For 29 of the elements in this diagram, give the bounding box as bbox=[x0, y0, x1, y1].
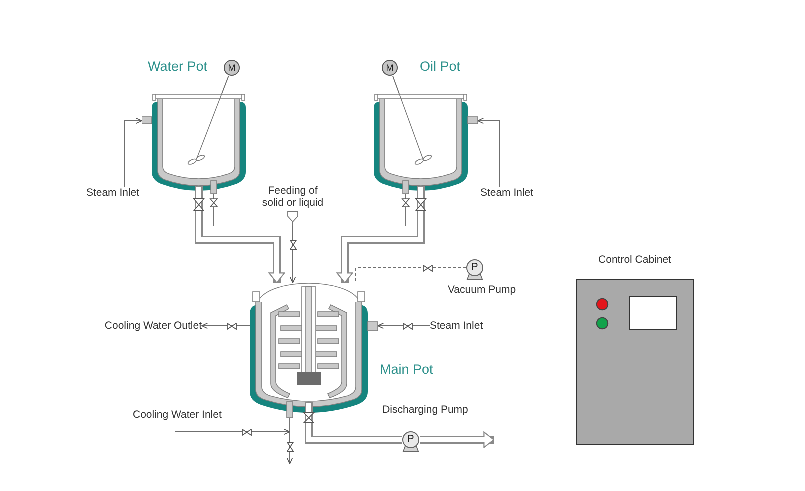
agitator-shaft bbox=[221, 76, 230, 94]
pipe bbox=[420, 432, 495, 448]
arrow bbox=[286, 432, 294, 464]
arrow bbox=[202, 322, 250, 330]
flow-label: Cooling Water Inlet bbox=[133, 409, 225, 432]
pipe bbox=[305, 432, 402, 444]
arrow bbox=[378, 322, 430, 330]
arrow bbox=[290, 226, 296, 284]
flow-label: Feeding of solid or liquid bbox=[261, 185, 325, 210]
pipe bbox=[336, 228, 425, 284]
pump-label: Vacuum Pump bbox=[446, 284, 518, 297]
pipe bbox=[195, 228, 286, 284]
flow-label: Steam Inlet bbox=[85, 187, 141, 201]
arrow bbox=[174, 428, 290, 436]
agitator-shaft bbox=[392, 76, 400, 94]
pump-label: Discharging Pump bbox=[382, 404, 469, 417]
flow-label: Cooling Water Outlet bbox=[98, 320, 202, 333]
motor-symbol: M bbox=[224, 60, 240, 76]
vessel-label: Water Pot bbox=[148, 58, 209, 76]
vessel-label: Oil Pot bbox=[420, 58, 462, 76]
flow-label: Steam Inlet bbox=[479, 187, 535, 201]
arrow bbox=[124, 118, 142, 188]
arrow bbox=[478, 118, 500, 188]
vessel-label: Main Pot bbox=[380, 361, 434, 379]
dashed-line bbox=[356, 268, 466, 284]
motor-symbol: M bbox=[382, 60, 398, 76]
tank-drawing bbox=[250, 283, 378, 432]
flow-label: Steam Inlet bbox=[430, 320, 488, 333]
cabinet-label: Control Cabinet bbox=[598, 254, 672, 268]
